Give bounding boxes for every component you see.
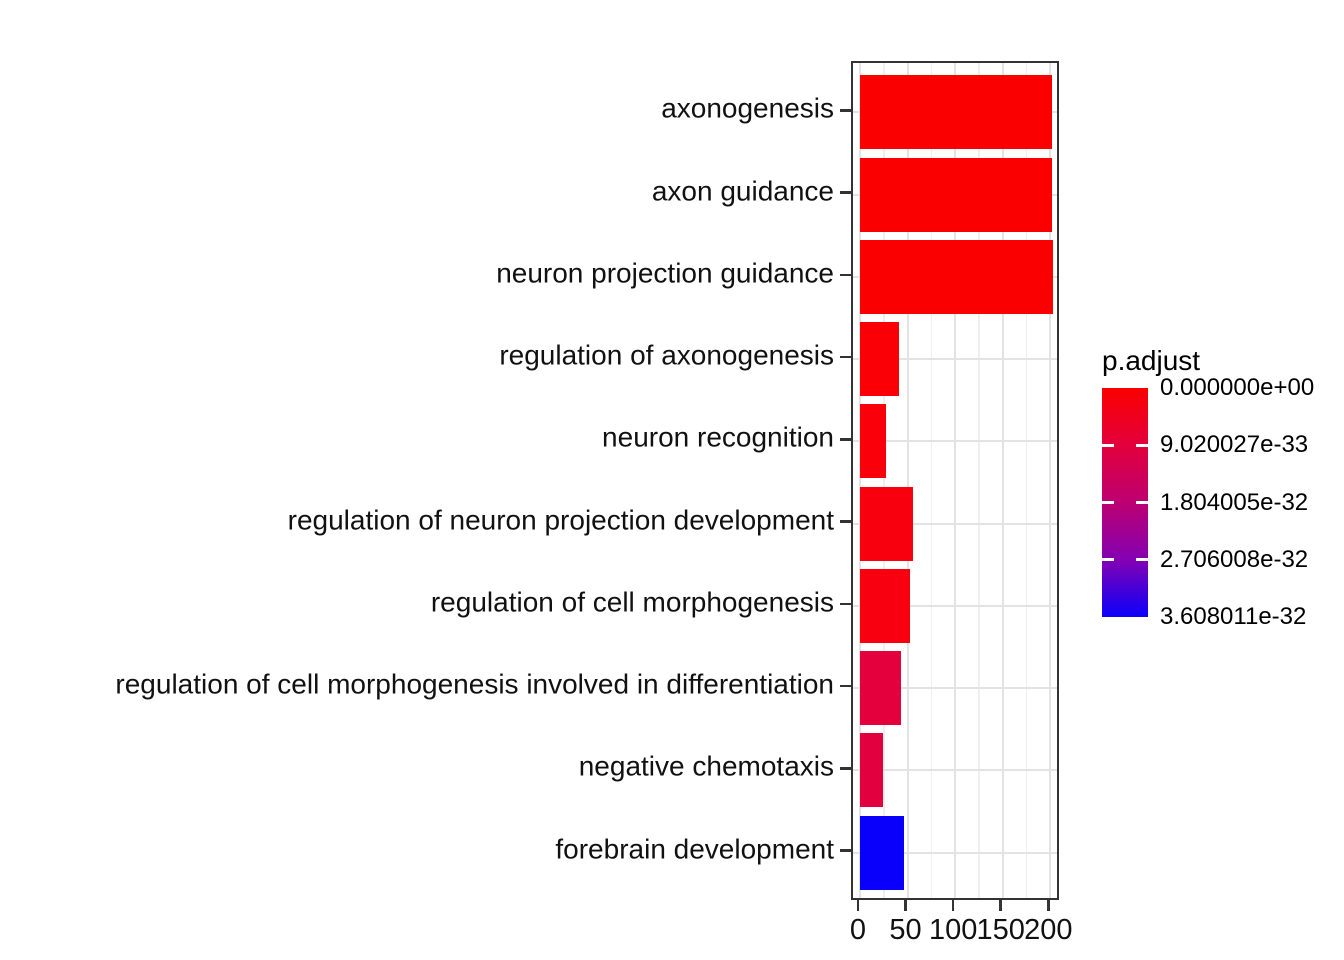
x-tick-mark <box>856 900 860 911</box>
bar-7 <box>860 568 911 643</box>
y-tick-mark <box>840 109 851 112</box>
x-tick-label: 100 <box>928 914 978 946</box>
gridline-major-vertical <box>1001 63 1004 898</box>
gridline-major-vertical <box>859 63 861 898</box>
gridline-major-horizontal <box>853 358 1057 361</box>
gridline-minor-vertical <box>930 63 933 898</box>
legend-tick-notch-left <box>1102 443 1114 447</box>
bar-2 <box>860 157 1053 232</box>
gridline-major-vertical <box>954 63 957 898</box>
legend-tick-notch-left <box>1102 558 1114 562</box>
y-tick-mark <box>840 355 851 359</box>
gridline-minor-vertical <box>978 63 980 898</box>
legend-tick-notch-right <box>1136 501 1148 504</box>
bar-4 <box>860 322 899 397</box>
y-tick-label: axon guidance <box>651 175 834 207</box>
legend-tick-notch-right <box>1136 558 1148 562</box>
legend-tick-label: 3.608011e-32 <box>1160 603 1307 630</box>
legend-tick-label: 0.000000e+00 <box>1160 374 1315 401</box>
y-tick-mark <box>840 520 851 523</box>
y-tick-label: neuron projection guidance <box>496 257 834 289</box>
gridline-major-vertical <box>906 63 909 898</box>
y-tick-mark <box>840 849 851 852</box>
gridline-major-horizontal <box>853 687 1057 690</box>
gridline-minor-vertical <box>1025 63 1028 898</box>
y-tick-label: neuron recognition <box>602 422 834 454</box>
bar-10 <box>860 815 904 890</box>
y-tick-label: forebrain development <box>555 833 834 865</box>
x-tick-label: 0 <box>849 914 867 946</box>
legend-tick-notch-right <box>1136 443 1148 447</box>
y-tick-label: negative chemotaxis <box>578 751 834 783</box>
bar-5 <box>860 404 886 479</box>
gridline-major-horizontal <box>853 851 1057 854</box>
bar-6 <box>860 486 914 561</box>
y-tick-mark <box>840 684 851 688</box>
y-tick-mark <box>840 602 851 606</box>
legend-tick-label: 1.804005e-32 <box>1160 488 1309 516</box>
legend-gradient-bar <box>1102 388 1148 617</box>
y-tick-mark <box>840 191 851 194</box>
y-tick-label: regulation of axonogenesis <box>499 339 834 371</box>
legend-tick-label: 2.706008e-32 <box>1160 545 1309 573</box>
bar-8 <box>860 651 901 726</box>
bar-1 <box>860 75 1053 150</box>
gridline-major-horizontal <box>853 522 1057 525</box>
y-tick-label: regulation of cell morphogenesis involve… <box>115 668 834 700</box>
y-tick-label: axonogenesis <box>661 93 834 125</box>
gridline-minor-vertical <box>883 63 885 898</box>
legend-title: p.adjust <box>1102 345 1201 376</box>
gridline-major-horizontal <box>853 604 1057 607</box>
x-tick-label: 150 <box>976 914 1025 946</box>
y-tick-mark <box>840 438 851 441</box>
gridline-major-horizontal <box>853 440 1057 443</box>
x-tick-label: 200 <box>1024 914 1073 946</box>
legend-tick-notch-left <box>1102 501 1114 504</box>
bar-3 <box>860 239 1054 314</box>
x-tick-mark <box>951 900 955 911</box>
x-tick-mark <box>904 900 907 911</box>
y-tick-label: regulation of neuron projection developm… <box>287 504 834 536</box>
legend-tick-label: 9.020027e-33 <box>1160 431 1309 459</box>
plot-panel <box>851 61 1059 900</box>
y-tick-mark <box>840 273 851 277</box>
y-tick-label: regulation of cell morphogenesis <box>430 586 834 618</box>
x-tick-mark <box>1047 900 1050 911</box>
bar-9 <box>860 733 883 808</box>
y-tick-mark <box>840 767 851 770</box>
x-tick-label: 50 <box>889 914 922 946</box>
gridline-major-vertical <box>1049 63 1052 898</box>
gridline-major-horizontal <box>853 769 1057 772</box>
x-tick-mark <box>999 900 1002 911</box>
